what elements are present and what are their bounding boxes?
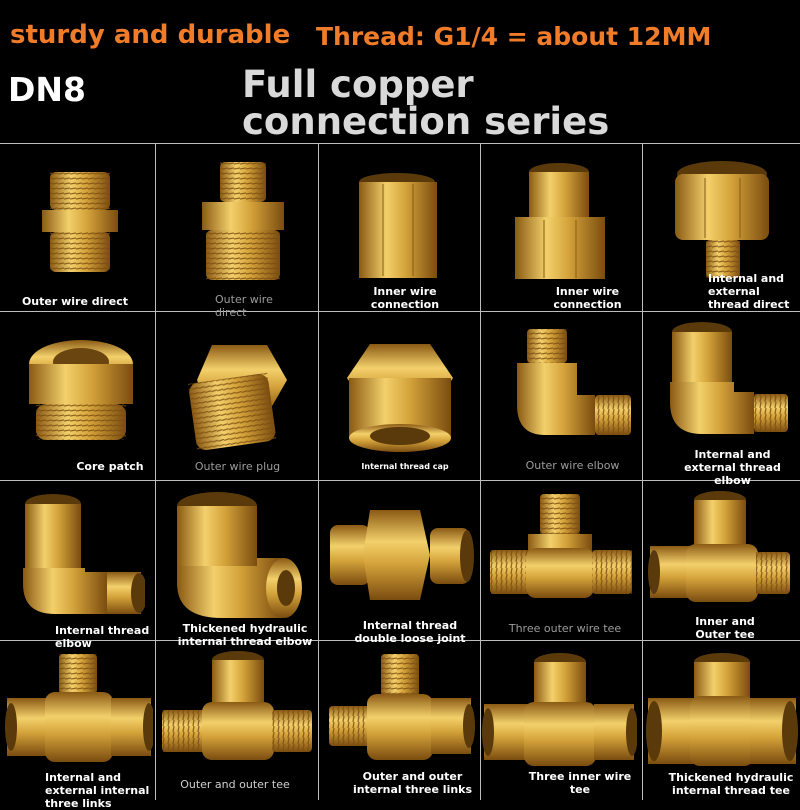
grid-line xyxy=(0,311,800,312)
female-male-adapter-icon xyxy=(675,161,769,278)
product-label: Internal and external internal three lin… xyxy=(45,771,150,810)
product-label: Outer wire plug xyxy=(194,460,281,473)
product-label: Three outer wire tee xyxy=(508,622,622,635)
grid-line xyxy=(155,143,156,800)
grid-line xyxy=(642,143,643,800)
product-label: Thickened hydraulic internal thread elbo… xyxy=(177,622,313,648)
product-label: Outer wire direct xyxy=(215,293,273,319)
product-label: Internal thread elbow xyxy=(55,624,150,650)
product-label: Internal thread double loose joint xyxy=(354,619,466,645)
product-label: Internal and external thread direct xyxy=(708,272,790,311)
union-icon xyxy=(330,510,474,600)
series-title: Full copper connection series xyxy=(242,63,610,143)
reducing-hex-nipple-icon xyxy=(202,162,284,280)
product-label: Thickened hydraulic internal thread tee xyxy=(668,771,794,797)
product-label: Outer wire elbow xyxy=(525,459,620,472)
heavy-female-elbow-icon xyxy=(177,492,302,618)
hex-cap-icon xyxy=(347,344,453,452)
grid-line xyxy=(0,640,800,641)
hex-plug-icon xyxy=(187,345,287,450)
tagline: sturdy and durable xyxy=(10,20,291,50)
product-label: Outer and outer tee xyxy=(180,778,290,791)
product-label: Three inner wire tee xyxy=(528,770,632,796)
product-label: Inner and Outer tee xyxy=(695,615,755,641)
hex-nipple-icon xyxy=(42,172,118,272)
heavy-female-tee-icon xyxy=(646,653,798,766)
female-male-elbow-icon xyxy=(670,322,788,434)
product-label: Inner wire connection xyxy=(553,285,622,311)
reducing-coupling-icon xyxy=(515,163,605,279)
female-elbow-icon xyxy=(23,494,145,614)
female-male-tee-icon xyxy=(648,491,790,602)
grid-line xyxy=(480,143,481,800)
grid-line xyxy=(318,143,319,800)
male-male-tee-icon xyxy=(162,651,312,760)
product-label: Internal and external thread elbow xyxy=(684,448,781,487)
grid-line xyxy=(0,143,800,144)
female-tee-icon xyxy=(482,653,637,766)
product-label: Inner wire connection xyxy=(370,285,440,311)
hex-coupling-icon xyxy=(359,173,437,278)
product-label: Outer wire direct xyxy=(21,295,129,308)
male-elbow-icon xyxy=(517,329,631,435)
product-label: Internal thread cap xyxy=(361,462,449,471)
mixed-tee-icon xyxy=(5,654,153,762)
hex-bushing-icon xyxy=(29,340,133,440)
male-branch-tee-icon xyxy=(329,654,475,760)
product-label: Core patch xyxy=(76,460,144,473)
male-tee-icon xyxy=(490,494,632,598)
thread-spec: Thread: G1/4 = about 12MM xyxy=(316,22,712,51)
grid-line xyxy=(0,480,800,481)
product-label: Outer and outer internal three links xyxy=(352,770,473,796)
size-label: DN8 xyxy=(8,70,86,109)
